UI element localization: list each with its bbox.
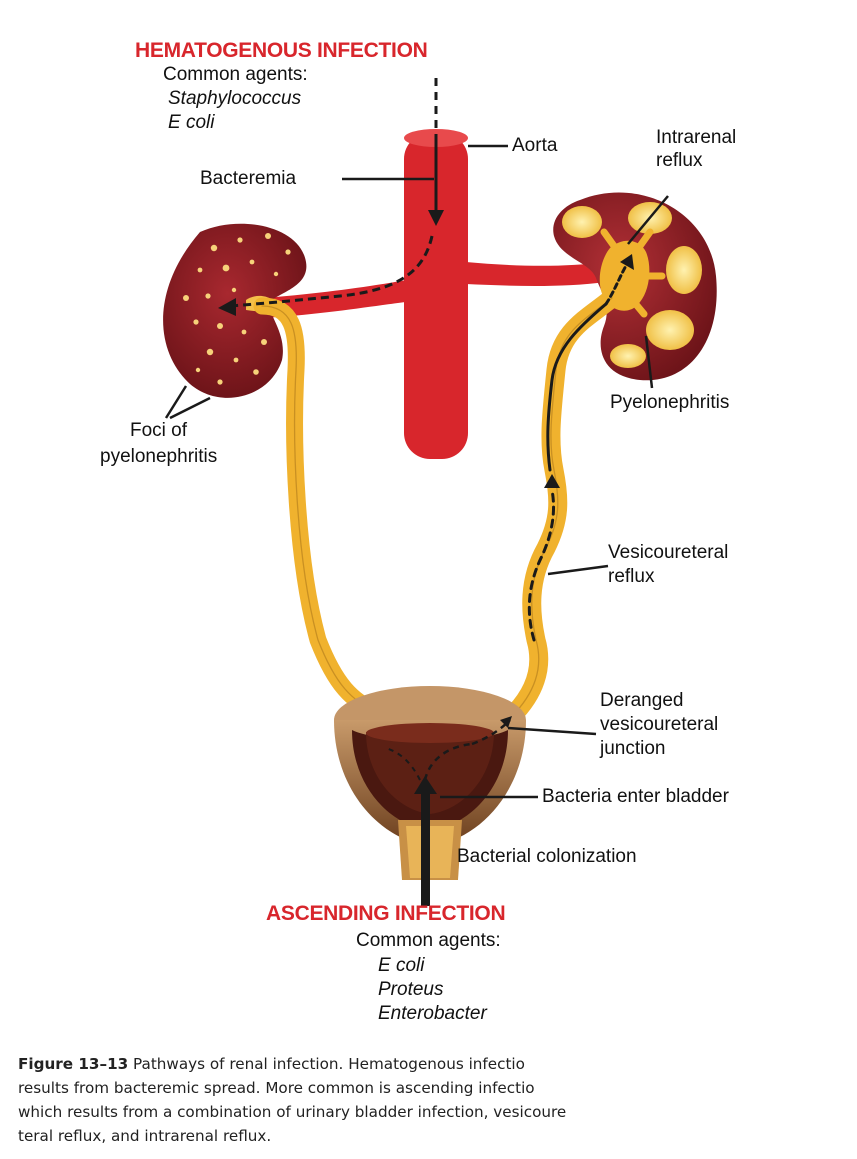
ascending-agent-1: E coli [378,955,424,977]
ascending-title: ASCENDING INFECTION [266,902,505,926]
figure-caption: Figure 13–13 Pathways of renal infection… [18,1052,857,1148]
caption-line-2: results from bacteremic spread. More com… [18,1076,857,1100]
caption-line-4: teral reflux, and intrarenal reflux. [18,1124,857,1148]
hematogenous-title: HEMATOGENOUS INFECTION [135,39,427,63]
ascending-agent-2: Proteus [378,979,443,1001]
label-bacteremia: Bacteremia [200,168,296,190]
label-deranged-line3: junction [600,738,666,760]
caption-line-1: Figure 13–13 Pathways of renal infection… [18,1052,857,1076]
label-bacteria-enter-bladder: Bacteria enter bladder [542,786,729,808]
caption-line-1-text: Pathways of renal infection. Hematogenou… [128,1055,525,1073]
label-deranged-line2: vesicoureteral [600,714,718,736]
label-foci-line1: Foci of [130,420,187,442]
label-intrarenal-reflux-line2: reflux [656,150,702,172]
hematogenous-agents-heading: Common agents: [163,64,308,86]
label-pyelonephritis: Pyelonephritis [610,392,729,414]
right-kidney [553,193,716,381]
ascending-agents-heading: Common agents: [356,930,501,952]
label-vesicoureteral-reflux-line1: Vesicoureteral [608,542,728,564]
label-aorta: Aorta [512,135,557,157]
label-vesicoureteral-reflux-line2: reflux [608,566,654,588]
right-ureter [512,298,612,716]
ascending-agent-3: Enterobacter [378,1003,487,1025]
caption-line-3: which results from a combination of urin… [18,1100,857,1124]
figure-number: Figure 13–13 [18,1055,128,1073]
label-foci-line2: pyelonephritis [100,446,217,468]
hematogenous-agent-2: E coli [168,112,214,134]
label-intrarenal-reflux-line1: Intrarenal [656,127,736,149]
hematogenous-agent-1: Staphylococcus [168,88,301,110]
label-bacterial-colonization: Bacterial colonization [457,846,637,868]
label-deranged-line1: Deranged [600,690,683,712]
